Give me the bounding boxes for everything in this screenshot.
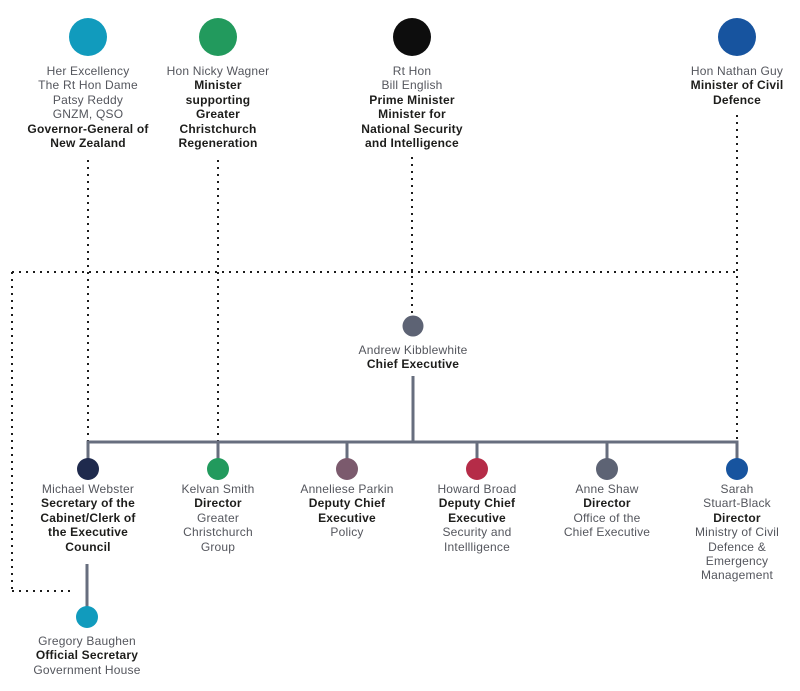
nicky-wagner-name-line-0: Hon Nicky Wagner xyxy=(166,64,270,78)
michael-webster-title-line-4: Council xyxy=(65,539,111,554)
anneliese-parkin-name-line-3: Policy xyxy=(330,525,364,540)
bill-english-title-line-4: National Security xyxy=(361,121,463,136)
sarah-stuart-black-name-line-3: Ministry of Civil xyxy=(694,525,780,540)
nicky-wagner-title-line-1: Minister xyxy=(194,78,242,93)
michael-webster-circle xyxy=(77,458,99,480)
governor-general-name-line-1: The Rt Hon Dame xyxy=(38,78,138,93)
gregory-baughen-name-line-2: Government House xyxy=(33,662,141,677)
nicky-wagner-title-line-2: supporting xyxy=(185,92,251,107)
michael-webster-title-line-3: the Executive xyxy=(48,525,128,540)
sarah-stuart-black-title-line-2: Director xyxy=(713,510,761,525)
anne-shaw-name-line-2: Office of the xyxy=(573,510,641,525)
kelvan-smith-name-line-4: Group xyxy=(200,539,236,554)
andrew-kibblewhite-circle xyxy=(402,315,424,337)
kelvan-smith-name-line-2: Greater xyxy=(196,510,240,525)
michael-webster-name-line-0: Michael Webster xyxy=(41,482,135,496)
anneliese-parkin-title-line-1: Deputy Chief xyxy=(308,496,386,511)
sarah-stuart-black-name-line-6: Management xyxy=(700,568,774,583)
bill-english-title-line-2: Prime Minister xyxy=(369,92,455,107)
nicky-wagner-circle xyxy=(199,18,237,56)
gregory-baughen-title-line-1: Official Secretary xyxy=(35,648,139,663)
howard-broad-name-line-4: Intellligence xyxy=(444,539,510,554)
michael-webster-title-line-2: Cabinet/Clerk of xyxy=(40,510,136,525)
nicky-wagner-title-line-5: Regeneration xyxy=(178,136,258,151)
sarah-stuart-black-name-line-0: Sarah xyxy=(720,482,754,496)
anne-shaw-title-line-1: Director xyxy=(583,496,631,511)
nathan-guy-title-line-1: Minister of Civil xyxy=(690,78,784,93)
governor-general-name-line-0: Her Excellency xyxy=(46,64,130,78)
governor-general-title-line-5: New Zealand xyxy=(50,136,126,151)
nicky-wagner-title-line-4: Christchurch xyxy=(179,121,257,136)
anne-shaw-name-line-0: Anne Shaw xyxy=(575,482,639,496)
andrew-kibblewhite-name-line-0: Andrew Kibblewhite xyxy=(358,343,468,357)
gregory-baughen-circle xyxy=(76,606,98,628)
governor-general-name-line-3: GNZM, QSO xyxy=(52,107,124,122)
kelvan-smith-name-line-3: Christchurch xyxy=(183,525,253,540)
sarah-stuart-black-name-line-1: Stuart-Black xyxy=(703,496,771,511)
howard-broad-name-line-0: Howard Broad xyxy=(437,482,517,496)
bill-english-circle xyxy=(393,18,431,56)
anneliese-parkin-circle xyxy=(336,458,358,480)
sarah-stuart-black-name-line-5: Emergency xyxy=(705,554,769,569)
nathan-guy-circle xyxy=(718,18,756,56)
gregory-baughen-name-line-0: Gregory Baughen xyxy=(38,634,136,648)
howard-broad-title-line-2: Executive xyxy=(448,510,506,525)
howard-broad-circle xyxy=(466,458,488,480)
governor-general-circle xyxy=(69,18,107,56)
kelvan-smith-name-line-0: Kelvan Smith xyxy=(181,482,255,496)
sarah-stuart-black-circle xyxy=(726,458,748,480)
anne-shaw-name-line-3: Chief Executive xyxy=(563,525,651,540)
nathan-guy-name-line-0: Hon Nathan Guy xyxy=(690,64,784,78)
sarah-stuart-black-name-line-4: Defence & xyxy=(708,539,766,554)
nathan-guy-title-line-2: Defence xyxy=(712,92,762,107)
anneliese-parkin-name-line-0: Anneliese Parkin xyxy=(300,482,394,496)
governor-general-name-line-2: Patsy Reddy xyxy=(52,92,124,107)
kelvan-smith-title-line-1: Director xyxy=(194,496,242,511)
anne-shaw-circle xyxy=(596,458,618,480)
andrew-kibblewhite-title-line-1: Chief Executive xyxy=(366,357,460,372)
nicky-wagner-title-line-3: Greater xyxy=(195,107,241,122)
bill-english-title-line-5: and Intelligence xyxy=(365,136,459,151)
howard-broad-name-line-3: Security and xyxy=(442,525,512,540)
howard-broad-title-line-1: Deputy Chief xyxy=(438,496,516,511)
bill-english-name-line-1: Bill English xyxy=(381,78,443,93)
bill-english-title-line-3: Minister for xyxy=(378,107,446,122)
governor-general-title-line-4: Governor-General of xyxy=(27,121,149,136)
michael-webster-title-line-1: Secretary of the xyxy=(41,496,135,511)
kelvan-smith-circle xyxy=(207,458,229,480)
bill-english-name-line-0: Rt Hon xyxy=(392,64,432,78)
anneliese-parkin-title-line-2: Executive xyxy=(318,510,376,525)
